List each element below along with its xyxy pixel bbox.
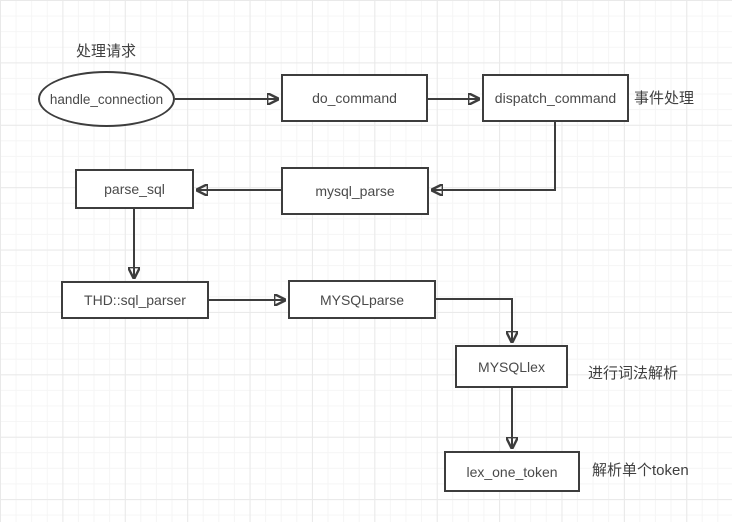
annotation-handle-request: 处理请求: [76, 43, 137, 60]
node-do-command: do_command: [281, 74, 428, 122]
node-parse-sql: parse_sql: [75, 169, 194, 209]
edge-dispatch-command-to-mysql-parse: [432, 122, 556, 190]
node-mysqlparse: MYSQLparse: [288, 280, 436, 319]
node-handle-connection: handle_connection: [38, 71, 175, 127]
annotation-lexical-analysis: 进行词法解析: [588, 365, 679, 382]
edge-mysqlparse-to-mysqllex: [436, 298, 512, 342]
annotation-parse-single-token: 解析单个token: [592, 462, 689, 479]
node-dispatch-command: dispatch_command: [482, 74, 629, 122]
node-thd-sql-parser: THD::sql_parser: [61, 281, 209, 319]
node-mysqllex: MYSQLlex: [455, 345, 568, 388]
node-mysql-parse: mysql_parse: [281, 167, 429, 215]
node-lex-one-token: lex_one_token: [444, 451, 580, 492]
annotation-event-handling: 事件处理: [634, 90, 695, 107]
